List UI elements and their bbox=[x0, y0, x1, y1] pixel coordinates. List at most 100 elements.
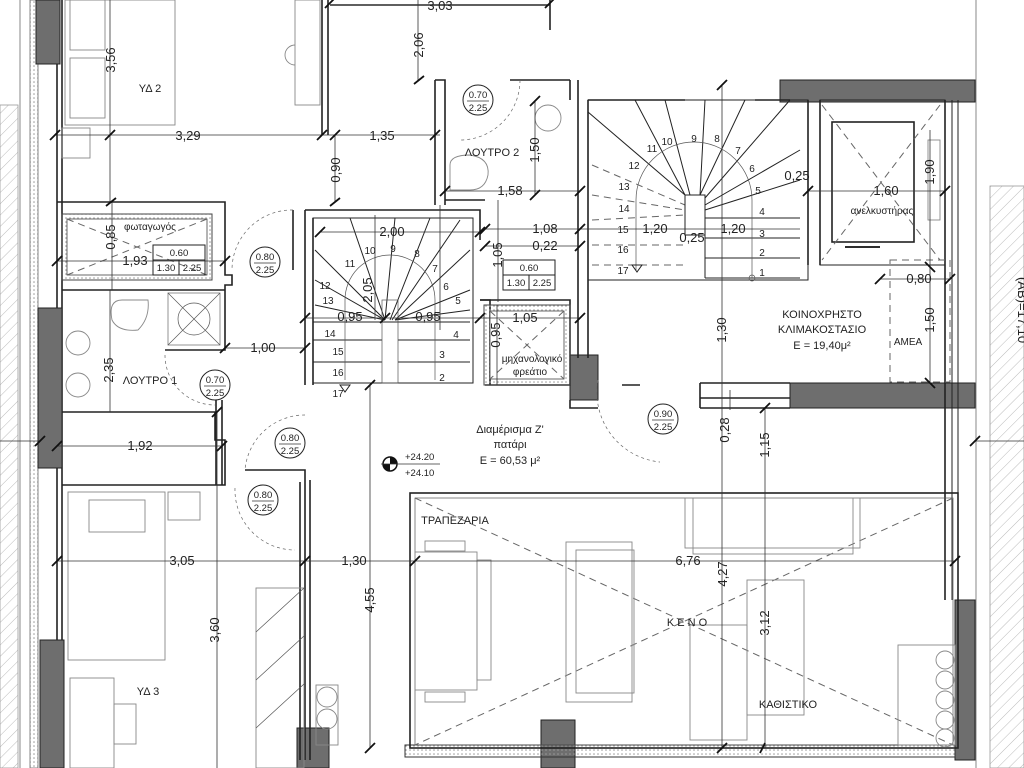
dimension-label: 1,50 bbox=[527, 137, 542, 162]
stair-step-number: 12 bbox=[628, 161, 640, 172]
window-sill: 1.30 bbox=[507, 278, 526, 289]
stair-step-number: 10 bbox=[661, 137, 673, 148]
level-lower: +24.10 bbox=[405, 468, 434, 479]
door-height: 2.25 bbox=[254, 503, 273, 514]
stair-step-number: 14 bbox=[324, 329, 336, 340]
room-label-dining: ΤΡΑΠΕΖΑΡΙΑ bbox=[421, 515, 489, 527]
dimension-label: 1,05 bbox=[512, 310, 537, 325]
dimension-label: 2,35 bbox=[101, 357, 116, 382]
stair-step-number: 6 bbox=[749, 164, 755, 175]
dimension-label: 2,06 bbox=[411, 32, 426, 57]
room-label-bathroom-2: ΛΟΥΤΡΟ 2 bbox=[465, 147, 519, 159]
door-width: 0.80 bbox=[254, 490, 273, 501]
dimension-label: 0,90 bbox=[328, 157, 343, 182]
door-height: 2.25 bbox=[206, 388, 225, 399]
dimension-label: 2,00 bbox=[379, 224, 404, 239]
door-height: 2.25 bbox=[256, 265, 275, 276]
room-label-shaft-2: φρεάτιο bbox=[513, 366, 548, 378]
stair-step-number: 8 bbox=[714, 134, 720, 145]
stair-step-number: 2 bbox=[439, 373, 445, 384]
window-width: 0.60 bbox=[520, 263, 539, 274]
window-tag: 0.60 1.30 2.25 bbox=[152, 244, 206, 276]
stair-step-number: 17 bbox=[617, 266, 629, 277]
stair-step-number: 5 bbox=[455, 296, 461, 307]
dimension-label: 0,25 bbox=[679, 230, 704, 245]
dimension-label: 1,35 bbox=[369, 128, 394, 143]
stair-step-number: 12 bbox=[319, 281, 331, 292]
exterior-walls bbox=[29, 0, 976, 768]
dimension-label: 1,92 bbox=[127, 438, 152, 453]
dimension-label: 1,00 bbox=[250, 340, 275, 355]
room-labels: ΥΔ 2 ΛΟΥΤΡΟ 2 φωταγωγός ΛΟΥΤΡΟ 1 ΥΔ 3 ΚΟ… bbox=[123, 83, 1024, 711]
dimension-label: 1,58 bbox=[497, 183, 522, 198]
furniture bbox=[61, 0, 956, 768]
stair-step-number: 5 bbox=[755, 186, 761, 197]
door-tag: 0.80 2.25 bbox=[247, 484, 279, 516]
dimension-label: 3,29 bbox=[175, 128, 200, 143]
room-label-bedroom-3: ΥΔ 3 bbox=[137, 686, 159, 698]
stair-step-number: 13 bbox=[618, 182, 630, 193]
stair-step-number: 16 bbox=[617, 245, 629, 256]
room-label-common-1: ΚΟΙΝΟΧΡΗΣΤΟ bbox=[782, 309, 862, 321]
level-marker: +24.20 +24.10 bbox=[381, 452, 440, 479]
stair-step-number: 14 bbox=[618, 204, 630, 215]
door-height: 2.25 bbox=[469, 103, 488, 114]
dimension-label: 3,03 bbox=[427, 0, 452, 13]
lightwell bbox=[61, 213, 213, 281]
dimension-label: 2,05 bbox=[360, 277, 375, 302]
dimension-label: 3,05 bbox=[169, 553, 194, 568]
window-head: 2.25 bbox=[183, 263, 202, 274]
stair-step-number: 7 bbox=[432, 264, 438, 275]
window-width: 0.60 bbox=[170, 248, 189, 259]
door-tags: 0.702.25 0.802.25 0.702.25 0.802.25 0.80… bbox=[199, 84, 679, 516]
stair-step-number: 9 bbox=[390, 244, 396, 255]
dimension-label: 3,56 bbox=[103, 47, 118, 72]
stair-1 bbox=[312, 217, 474, 393]
dimension-label: 1,05 bbox=[490, 242, 505, 267]
dimension-label: 1,50 bbox=[922, 307, 937, 332]
stair-step-number: 7 bbox=[735, 146, 741, 157]
window-tag: 0.60 1.30 2.25 bbox=[502, 259, 556, 291]
void-area bbox=[414, 497, 954, 746]
stair-step-number: 17 bbox=[332, 389, 344, 400]
door-tag: 0.702.25 bbox=[199, 369, 231, 401]
dimension-label: 0,28 bbox=[717, 417, 732, 442]
room-label-shaft-1: μηχανολογικό bbox=[502, 353, 563, 365]
stair-step-number: 1 bbox=[759, 268, 765, 279]
dimension-label: 0,95 bbox=[337, 309, 362, 324]
stair-step-number: 3 bbox=[439, 350, 445, 361]
stair-step-number: 15 bbox=[332, 347, 344, 358]
room-label-bathroom-1: ΛΟΥΤΡΟ 1 bbox=[123, 375, 177, 387]
window-tags: 0.60 1.30 2.25 0.60 1.30 2.25 bbox=[152, 244, 556, 291]
room-label-elevator: ανελκυστήρας bbox=[851, 205, 914, 217]
dimension-label: 4,55 bbox=[362, 587, 377, 612]
dimension-label: 0,22 bbox=[532, 238, 557, 253]
apartment-name: Διαμέρισμα Ζ' bbox=[476, 424, 543, 436]
stair-step-number: 16 bbox=[332, 368, 344, 379]
stair-step-number: 10 bbox=[364, 246, 376, 257]
door-tag: 0.902.25 bbox=[647, 403, 679, 435]
stair-step-number: 3 bbox=[759, 229, 765, 240]
window-head: 2.25 bbox=[533, 278, 552, 289]
dimension-label: 1,30 bbox=[341, 553, 366, 568]
stair-step-number: 11 bbox=[345, 259, 356, 270]
dimension-label: 1,93 bbox=[122, 253, 147, 268]
dimension-label: 0,95 bbox=[488, 322, 503, 347]
dimension-label: 1,90 bbox=[922, 159, 937, 184]
dimension-label: 1,08 bbox=[532, 221, 557, 236]
apartment-area: E = 60,53 μ² bbox=[480, 455, 541, 467]
stair-step-number: 13 bbox=[322, 296, 334, 307]
stair-step-number: 9 bbox=[691, 134, 697, 145]
dimension-label: 1,60 bbox=[873, 183, 898, 198]
stair-step-number: 6 bbox=[443, 282, 449, 293]
dimension-label: 0,85 bbox=[103, 224, 118, 249]
stair-step-numbers: 2345678910111213141516171234567891011121… bbox=[319, 134, 765, 400]
dimension-label: 3,12 bbox=[757, 610, 772, 635]
dimension-label: 0,25 bbox=[784, 168, 809, 183]
dimension-label: 1,15 bbox=[757, 432, 772, 457]
dimension-label: 0,80 bbox=[906, 271, 931, 286]
dimension-label: 1,30 bbox=[714, 317, 729, 342]
apartment-level: πατάρι bbox=[493, 439, 527, 451]
